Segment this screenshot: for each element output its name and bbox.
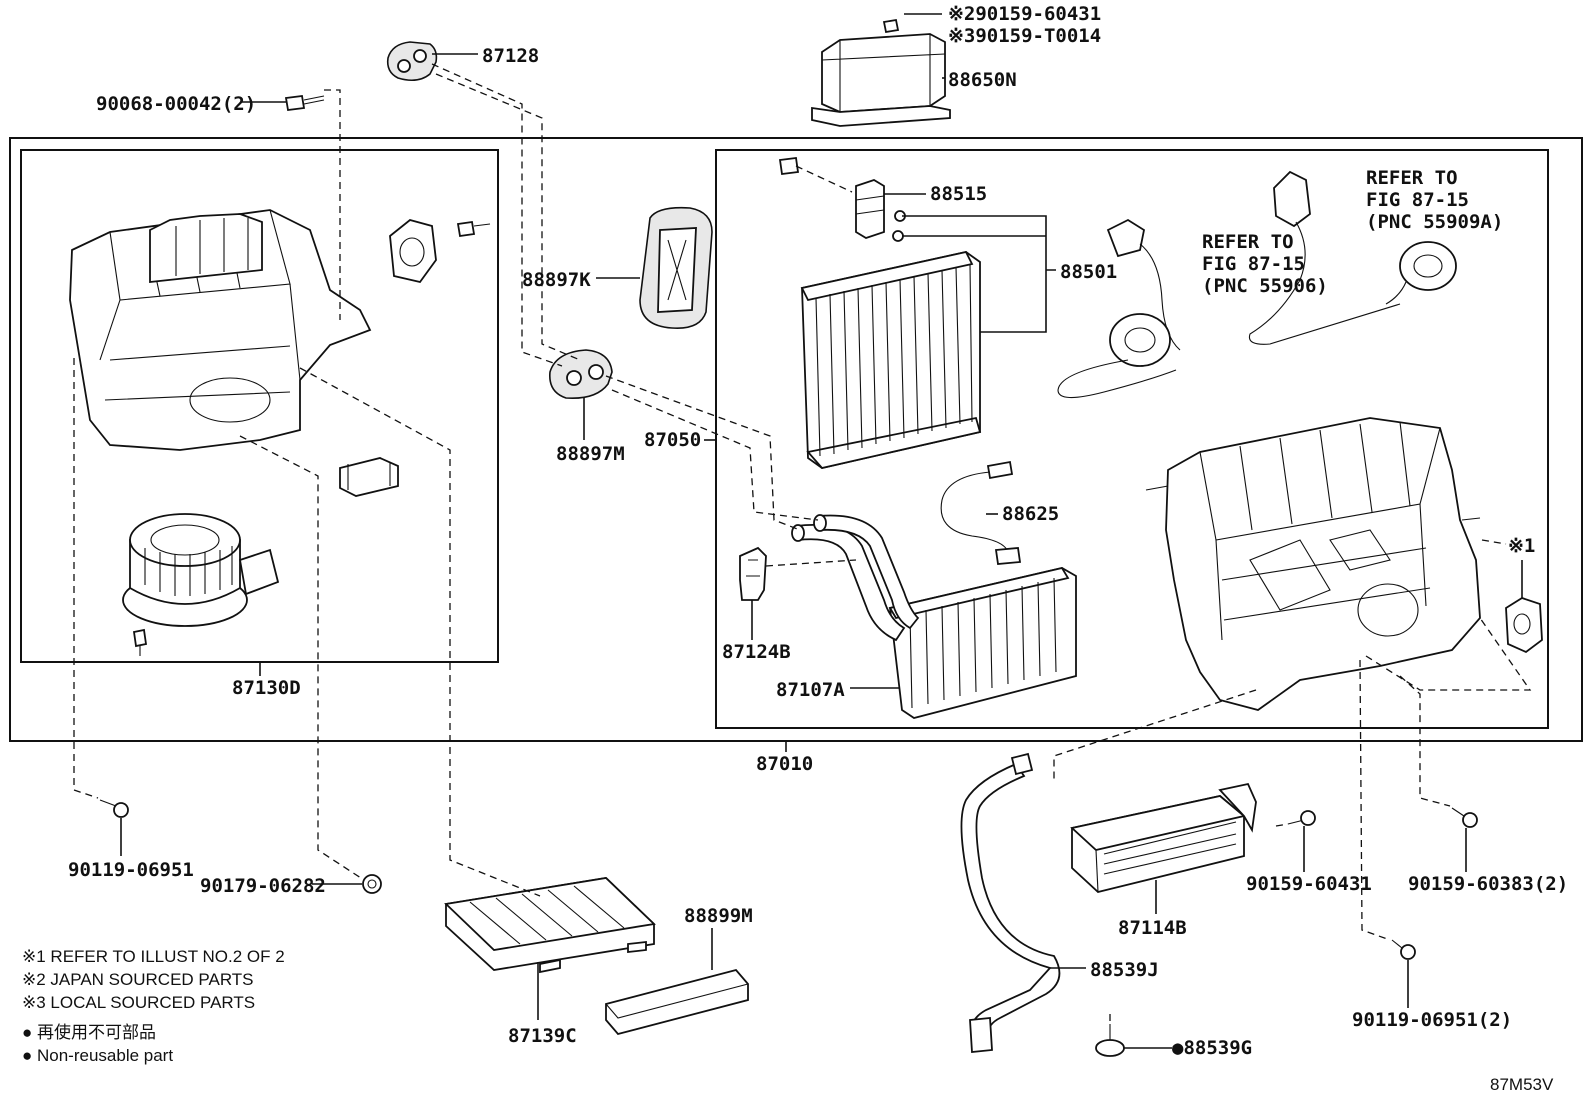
module-88650n-illustration [811,18,951,127]
label-88625: 88625 [1002,503,1059,525]
label-87139c: 87139C [508,1025,577,1047]
leader-lines [120,13,1523,1049]
ref-55909a-line1: REFER TO [1366,167,1458,189]
cabin-filter-87139c-illustration [444,877,656,974]
label-90068-00042: 90068-00042(2) [96,93,256,115]
label-88897k: 88897K [522,269,591,291]
label-88501: 88501 [1060,261,1117,283]
ref-55909a-line3: (PNC 55909A) [1366,211,1503,233]
bolt-90119-left-illustration [99,799,129,818]
ref-55906-line3: (PNC 55906) [1202,275,1328,297]
bolt-90068-illustration [284,94,325,112]
bolt-90159-60383-illustration [1451,807,1478,828]
label-87107a: 87107A [776,679,845,701]
label-87124b: 87124B [722,641,791,663]
bolt-90159-60431-illustration [1287,810,1316,826]
drain-hose-88539j-illustration [960,752,1061,1053]
label-88897m: 88897M [556,443,625,465]
label-88650n: 88650N [948,69,1017,91]
label-90159-t0014-local: ※390159-T0014 [948,25,1101,47]
heater-subframe [715,149,1549,729]
label-90119-06951: 90119-06951 [68,859,194,881]
dashed-reference-lines [73,63,1532,1024]
label-90119-06951-2: 90119-06951(2) [1352,1009,1512,1031]
label-90159-60431-japan: ※290159-60431 [948,3,1101,25]
heater-core-87107a-illustration [791,514,1077,719]
cover-88899m-illustration [605,968,749,1036]
servo-mark1-illustration [1505,597,1543,654]
label-88539j: 88539J [1090,959,1159,981]
label-87130d: 87130D [232,677,301,699]
note-4: ● 再使用不可部品 [22,1022,156,1042]
servo-55909a-illustration [1248,170,1457,345]
label-87050: 87050 [644,429,701,451]
bolt-90119-right-illustration [1391,939,1416,960]
part-labels: 87128 90068-00042(2) 88650N ※290159-6043… [68,3,1568,1059]
evaporator-88501-illustration [800,250,982,469]
label-90179-06282: 90179-06282 [200,875,326,897]
ref-55906-line1: REFER TO [1202,231,1294,253]
assembly-frame-87010 [9,137,1583,742]
servo-55906-illustration [1057,218,1181,399]
ref-55909a-line2: FIG 87-15 [1366,189,1469,211]
label-88515: 88515 [930,183,987,205]
label-88899m: 88899M [684,905,753,927]
hvac-case-illustration [1145,417,1481,711]
expansion-valve-88515-illustration [778,156,906,242]
label-87114b: 87114B [1118,917,1187,939]
blower-housing-illustration [69,209,372,451]
reference-notes: REFER TO FIG 87-15 (PNC 55909A) REFER TO… [1202,167,1503,297]
note-3: ※3 LOCAL SOURCED PARTS [22,993,255,1012]
illustration-code: 87M53V [1490,1075,1554,1094]
filter-87114b-illustration [1070,782,1257,893]
clip-87124b-illustration [739,546,767,601]
note-2: ※2 JAPAN SOURCED PARTS [22,970,254,989]
blower-resistor-illustration [339,457,399,497]
note-5: ● Non-reusable part [22,1046,173,1065]
sensor-wire-88625-illustration [940,460,1022,565]
label-90159-60383: 90159-60383(2) [1408,873,1568,895]
ref-55906-line2: FIG 87-15 [1202,253,1305,275]
label-90159-60431: 90159-60431 [1246,873,1372,895]
seal-88897k-illustration [639,206,713,329]
blower-motor-illustration [122,513,280,656]
grommet-87128-illustration [386,41,438,82]
label-mark1: ※1 [1508,535,1535,557]
clip-88539g-illustration [1095,1024,1125,1057]
grommet-88897m-illustration [549,349,613,400]
nut-90179-illustration [362,874,382,894]
label-87010: 87010 [756,753,813,775]
label-88539g: ●88539G [1172,1037,1252,1059]
servo-motor-illustration [389,219,491,284]
note-1: ※1 REFER TO ILLUST NO.2 OF 2 [22,947,285,966]
label-87128: 87128 [482,45,539,67]
legend-notes: ※1 REFER TO ILLUST NO.2 OF 2 ※2 JAPAN SO… [22,947,285,1065]
